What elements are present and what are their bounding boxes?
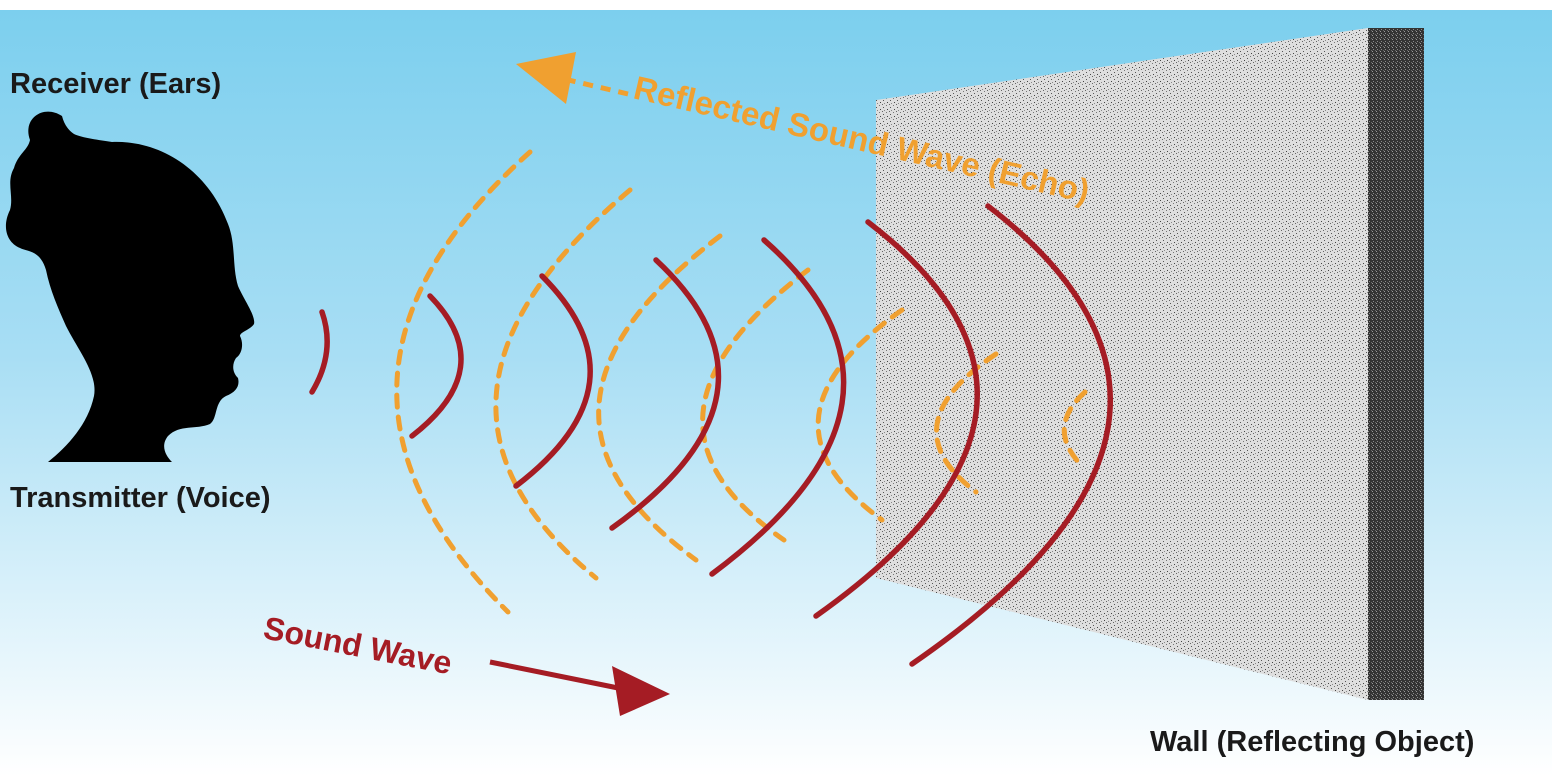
arrow-right-icon [489, 659, 670, 716]
sound-wave-3 [513, 273, 593, 489]
receiver-label: Receiver (Ears) [10, 68, 222, 100]
sound-wave-1 [309, 309, 330, 395]
wall-label: Wall (Reflecting Object) [1150, 726, 1475, 758]
reflected-wave-5 [815, 307, 905, 523]
arrow-left-icon [516, 52, 629, 104]
sound-wave-2 [409, 293, 464, 439]
wall [876, 28, 1424, 700]
reflected-wave-4 [700, 267, 811, 543]
reflected-wave-7 [1061, 389, 1088, 469]
wall-side [1368, 28, 1424, 700]
head-silhouette-icon [5, 111, 255, 462]
reflected-wave-1 [394, 149, 533, 615]
sound-wave-4 [609, 257, 722, 531]
sound-wave-5 [709, 237, 847, 577]
sound-waves [309, 203, 1113, 667]
sound-wave-7 [909, 203, 1113, 667]
sound-wave-6 [813, 219, 980, 619]
transmitter-label: Transmitter (Voice) [10, 482, 271, 514]
wall-face [876, 28, 1368, 700]
reflected-wave-2 [493, 187, 633, 581]
reflected-wave-3 [596, 233, 723, 563]
